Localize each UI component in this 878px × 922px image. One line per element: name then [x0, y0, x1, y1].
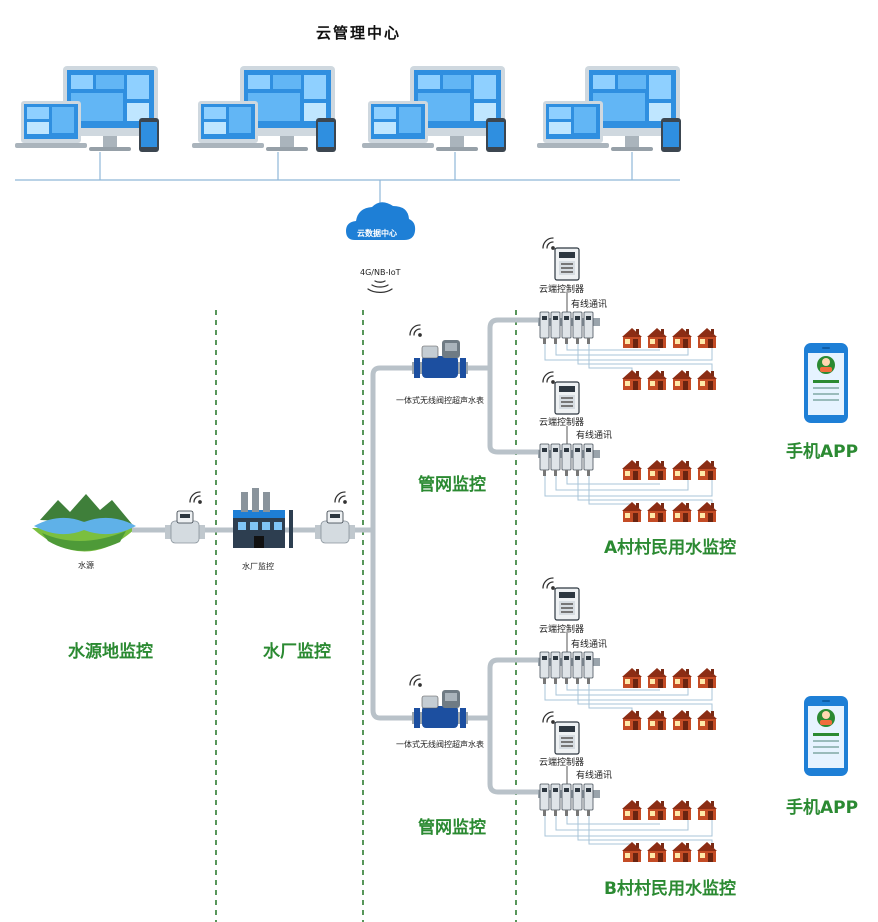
manifold-a1: [537, 311, 601, 345]
house-icons-b1: [622, 668, 717, 730]
phone-app-bottom-icon: [804, 696, 848, 776]
wifi-icon: [542, 711, 555, 724]
controller-3-icon: [554, 587, 580, 621]
manifold-a2: [537, 443, 601, 477]
plant-meter-icon: [314, 510, 356, 544]
source-meter-icon: [164, 510, 206, 544]
village-a-title: A村村民用水监控: [604, 538, 737, 558]
workstation-4: [537, 66, 681, 152]
zone-separators: [215, 310, 517, 922]
controller-1-icon: [554, 247, 580, 281]
house-icons-b2: [622, 800, 717, 862]
controller-4-label: 云端控制器: [539, 758, 585, 768]
workstation-1: [15, 66, 159, 152]
meter-bottom-label: 一体式无线阀控超声水表: [396, 740, 484, 749]
cloud-icon: [346, 202, 416, 240]
workstation-3: [362, 66, 506, 152]
house-icons-a2: [622, 460, 717, 522]
wifi-icon: [189, 491, 202, 504]
wifi-icon: [367, 280, 393, 293]
page-title: 云管理中心: [316, 24, 402, 42]
controller-1-link-label: 有线通讯: [571, 300, 608, 310]
village-b-title: B村村民用水监控: [604, 879, 736, 899]
controller-3-link-label: 有线通讯: [571, 640, 608, 650]
controller-2-link-label: 有线通讯: [576, 431, 613, 441]
controller-3-label: 云端控制器: [539, 625, 585, 635]
controller-2-label: 云端控制器: [539, 418, 585, 428]
valve-meter-top-icon: [411, 339, 469, 379]
source-label: 水源: [78, 561, 94, 570]
wifi-icon: [542, 371, 555, 384]
protocol-label: 4G/NB-IoT: [360, 268, 401, 277]
valve-meter-bottom-icon: [411, 689, 469, 729]
cloud-label: 云数据中心: [357, 229, 397, 238]
water-plant-icon: [233, 488, 293, 548]
wifi-icon: [334, 491, 347, 504]
wifi-icon: [542, 237, 555, 250]
manifold-b1: [537, 651, 601, 685]
network-bus-lines: [15, 152, 680, 205]
controller-4-icon: [554, 721, 580, 755]
controller-4-link-label: 有线通讯: [576, 771, 613, 781]
wifi-icon: [542, 577, 555, 590]
wifi-icon: [409, 674, 422, 687]
zone-source-title: 水源地监控: [68, 642, 153, 662]
wifi-icon: [409, 324, 422, 337]
zone-network-bottom-title: 管网监控: [418, 818, 486, 838]
main-pipeline: [132, 317, 540, 795]
house-icons-a1: [622, 328, 717, 390]
meter-top-label: 一体式无线阀控超声水表: [396, 396, 484, 405]
app-bottom-label: 手机APP: [786, 798, 859, 818]
zone-network-top-title: 管网监控: [418, 475, 486, 495]
controller-1-label: 云端控制器: [539, 285, 585, 295]
zone-plant-title: 水厂监控: [263, 642, 331, 662]
plant-label: 水厂监控: [242, 562, 274, 571]
water-source-landscape-icon: [32, 494, 136, 552]
manifold-b2: [537, 783, 601, 817]
workstation-2: [192, 66, 336, 152]
phone-app-top-icon: [804, 343, 848, 423]
app-top-label: 手机APP: [786, 442, 859, 462]
controller-2-icon: [554, 381, 580, 415]
